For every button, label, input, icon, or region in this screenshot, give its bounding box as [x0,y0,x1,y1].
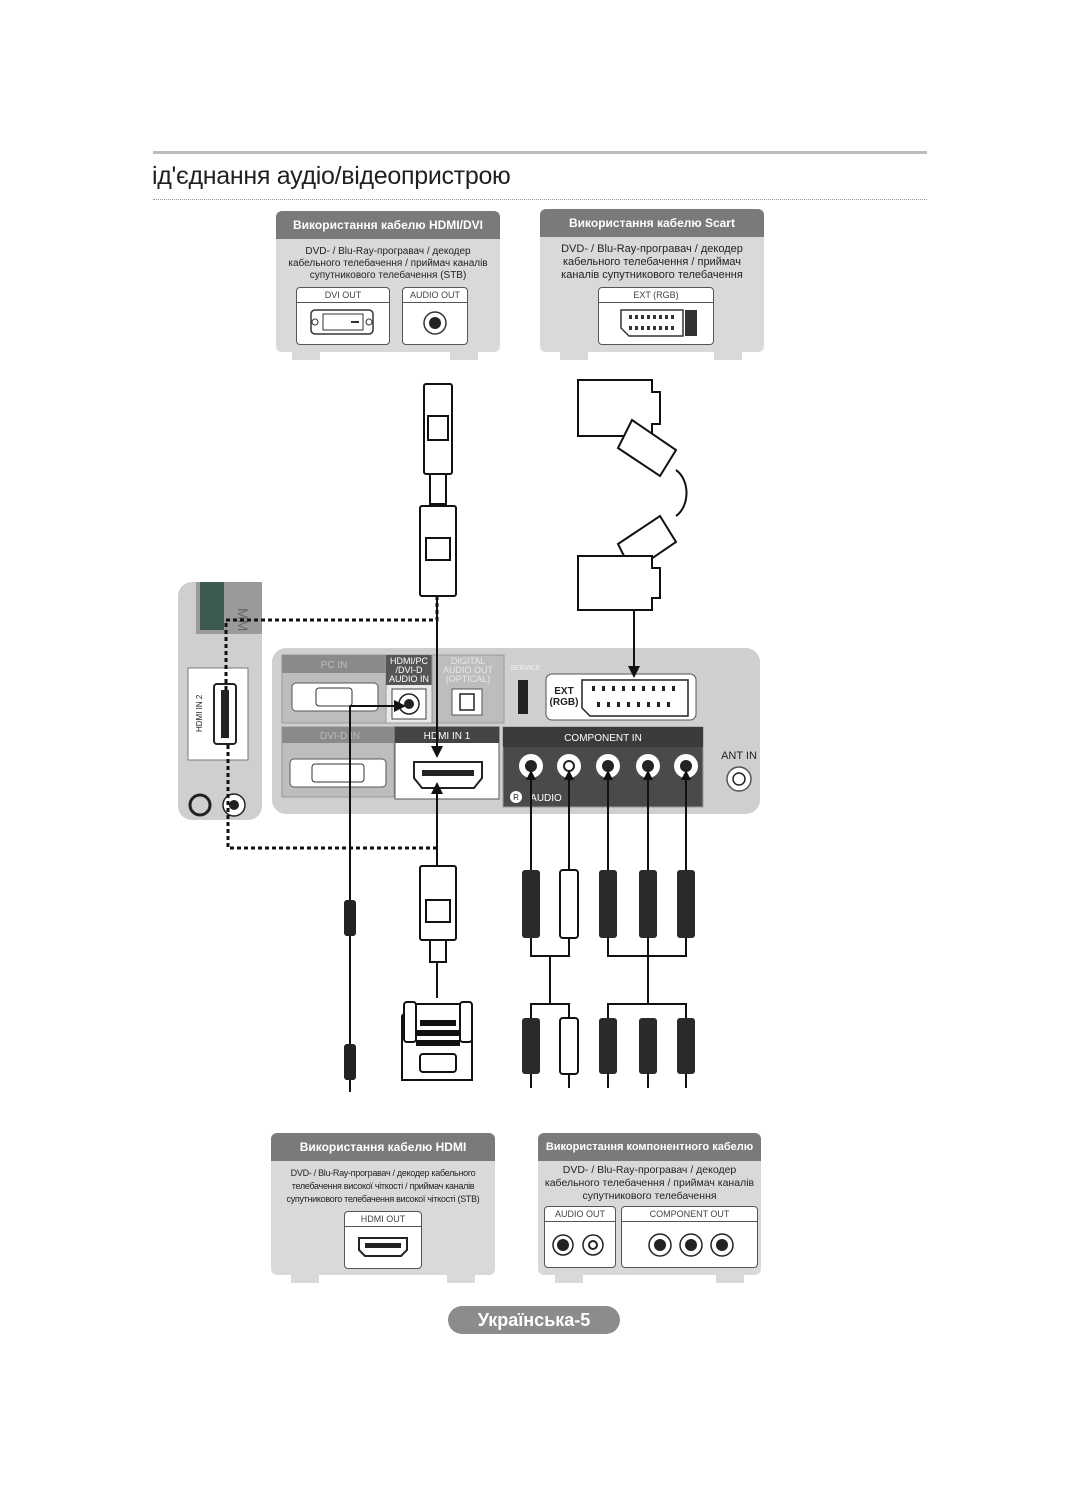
ext-label: EXT [554,686,573,697]
box-hdmi: Використання кабелю HDMI DVD- / Blu-Ray-… [271,1133,495,1275]
audio-r-label: R [513,793,519,802]
audio-jack-cable [344,700,406,1092]
side-hdmi-in-2-label: HDMI IN 2 [195,694,204,732]
ant-in-label: ANT IN [721,750,757,762]
audio-jack-icon [423,311,447,335]
box-foot [560,352,588,360]
rca-audio-jacks-icon [552,1234,604,1256]
audio-out-label: AUDIO OUT [403,288,467,303]
dvi-connector-icon [310,309,374,335]
rca-cables [522,770,695,1088]
pc-in-label: PC IN [321,660,348,671]
component-audio-out-port: AUDIO OUT [544,1206,616,1268]
dvi-plug [401,1001,473,1081]
desc-line: кабельного телебачення / приймач [562,256,742,268]
service-label: SERVICE [510,665,541,672]
desc-line: DVD- / Blu-Ray-програвач / декодер кабел… [290,1168,476,1178]
hdmi-socket-icon [358,1237,408,1257]
box-hdmi-dvi-header: Використання кабелю HDMI/DVI [276,211,500,239]
box-foot [447,1275,475,1283]
svg-text:MM: MM [235,608,251,631]
desc-line: каналів супутникового телебачення [561,269,743,281]
component-out-label: COMPONENT OUT [622,1207,757,1222]
desc-line: супутникового телебачення [582,1190,717,1202]
desc-line: DVD- / Blu-Ray-програвач / декодер [305,246,471,257]
desc-line: кабельного телебачення / приймач каналів [544,1177,755,1189]
box-scart: Використання кабелю Scart DVD- / Blu-Ray… [540,209,764,352]
dvi-out-label: DVI OUT [297,288,389,303]
scart-cable [577,379,688,678]
rgb-label: (RGB) [550,697,579,708]
dvi-d-label: /DVI-D [396,665,424,675]
box-scart-desc: DVD- / Blu-Ray-програвач / декодер кабел… [544,243,760,282]
scart-socket-icon [620,309,697,337]
box-hdmi-desc: DVD- / Blu-Ray-програвач / декодер кабел… [275,1167,491,1206]
audio-out-port: AUDIO OUT [402,287,468,345]
audio-out-label: AUDIO OUT [443,665,494,675]
box-foot [292,352,320,360]
hdmi-out-port: HDMI OUT [344,1211,422,1269]
box-foot [450,352,478,360]
audio-label: AUDIO [530,793,562,804]
hdmi-cable-bottom [419,782,457,998]
box-component: Використання компонентного кабелю DVD- /… [538,1133,761,1275]
optical-label: (OPTICAL) [446,674,491,684]
component-audio-out-label: AUDIO OUT [545,1207,615,1222]
box-foot [714,352,742,360]
desc-line: кабельного телебачення / приймач каналів [288,258,488,269]
component-in-label: COMPONENT IN [564,733,642,744]
title-dotted-rule [153,199,927,200]
desc-line: DVD- / Blu-Ray-програвач / декодер [562,1164,737,1176]
hdmi-in-1-label: HDMI IN 1 [424,731,471,742]
top-rule [153,151,927,154]
box-hdmi-header: Використання кабелю HDMI [271,1133,495,1161]
dotted-route-top [224,596,439,690]
ext-rgb-port: EXT (RGB) [598,287,714,345]
desc-line: супутникового телебачення (STB) [309,270,467,281]
hdmi-out-label: HDMI OUT [345,1212,421,1227]
box-foot [716,1275,744,1283]
desc-line: телебачення високої чіткості / приймач к… [291,1181,475,1191]
tv-side-panel: MM HDMI IN 2 [178,582,262,820]
box-foot [555,1275,583,1283]
desc-line: DVD- / Blu-Ray-програвач / декодер [561,243,743,255]
dvi-d-in-label: DVI-D IN [320,731,360,742]
audio-in-label: AUDIO IN [389,674,429,684]
desc-line: супутникового телебачення високої чіткос… [286,1194,480,1204]
box-hdmi-dvi-desc: DVD- / Blu-Ray-програвач / декодер кабел… [280,246,496,282]
box-scart-header: Використання кабелю Scart [540,209,764,237]
page-title: ід'єднання аудіо/відеопристрою [152,162,511,190]
page-number-badge: Українська-5 [448,1306,620,1334]
dotted-route-bottom [226,742,437,850]
box-foot [291,1275,319,1283]
component-out-port: COMPONENT OUT [621,1206,758,1268]
tv-rear-panel: PC IN HDMI/PC /DVI-D AUDIO IN DIGITAL AU… [272,648,760,814]
hdmi-cable-top [419,383,457,758]
box-component-header: Використання компонентного кабелю [538,1133,761,1161]
hdmi-pc-label: HDMI/PC [390,656,429,666]
ext-rgb-label: EXT (RGB) [599,288,713,303]
box-hdmi-dvi: Використання кабелю HDMI/DVI DVD- / Blu-… [276,211,500,352]
box-component-desc: DVD- / Blu-Ray-програвач / декодер кабел… [542,1164,757,1203]
digital-label: DIGITAL [451,656,485,666]
rca-video-jacks-icon [648,1233,734,1257]
dvi-out-port: DVI OUT [296,287,390,345]
